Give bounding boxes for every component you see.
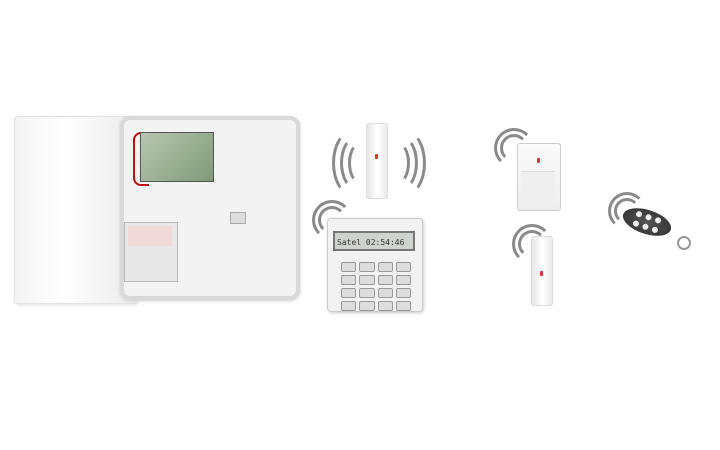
key — [359, 301, 375, 311]
key — [395, 301, 411, 311]
fob-button — [654, 216, 662, 225]
led-indicator — [375, 154, 378, 159]
wireless-wave-icon — [386, 130, 426, 196]
led-indicator — [540, 271, 543, 276]
remote-fob — [619, 202, 675, 242]
key-ring — [677, 236, 691, 250]
fob-button — [632, 219, 640, 228]
keypad-buttons — [341, 262, 411, 311]
key — [377, 288, 393, 298]
key — [395, 288, 411, 298]
key — [377, 301, 393, 311]
key — [359, 275, 375, 285]
key — [341, 301, 357, 311]
control-board — [140, 132, 214, 182]
door-sensor-bottom — [531, 236, 553, 306]
fob-button — [641, 222, 650, 231]
control-panel-door — [14, 116, 136, 304]
key — [377, 262, 393, 272]
fob-button — [651, 226, 659, 234]
key — [359, 288, 375, 298]
key — [341, 262, 357, 272]
key — [341, 288, 357, 298]
wireless-wave-icon — [494, 128, 534, 168]
pir-lens — [521, 171, 555, 202]
tamper-switch — [230, 212, 246, 224]
keypad-lcd: Satel 02:54:46 — [333, 231, 415, 251]
power-supply-label — [128, 226, 172, 246]
fob-button — [635, 210, 643, 218]
key — [359, 262, 375, 272]
key — [395, 275, 411, 285]
key — [377, 275, 393, 285]
wireless-wave-icon — [512, 224, 552, 264]
wireless-wave-icon — [312, 200, 352, 240]
key — [395, 262, 411, 272]
wireless-wave-icon — [332, 130, 372, 196]
wireless-wave-icon — [608, 192, 646, 230]
led-indicator — [537, 158, 540, 163]
fob-button — [644, 213, 653, 222]
key — [341, 275, 357, 285]
